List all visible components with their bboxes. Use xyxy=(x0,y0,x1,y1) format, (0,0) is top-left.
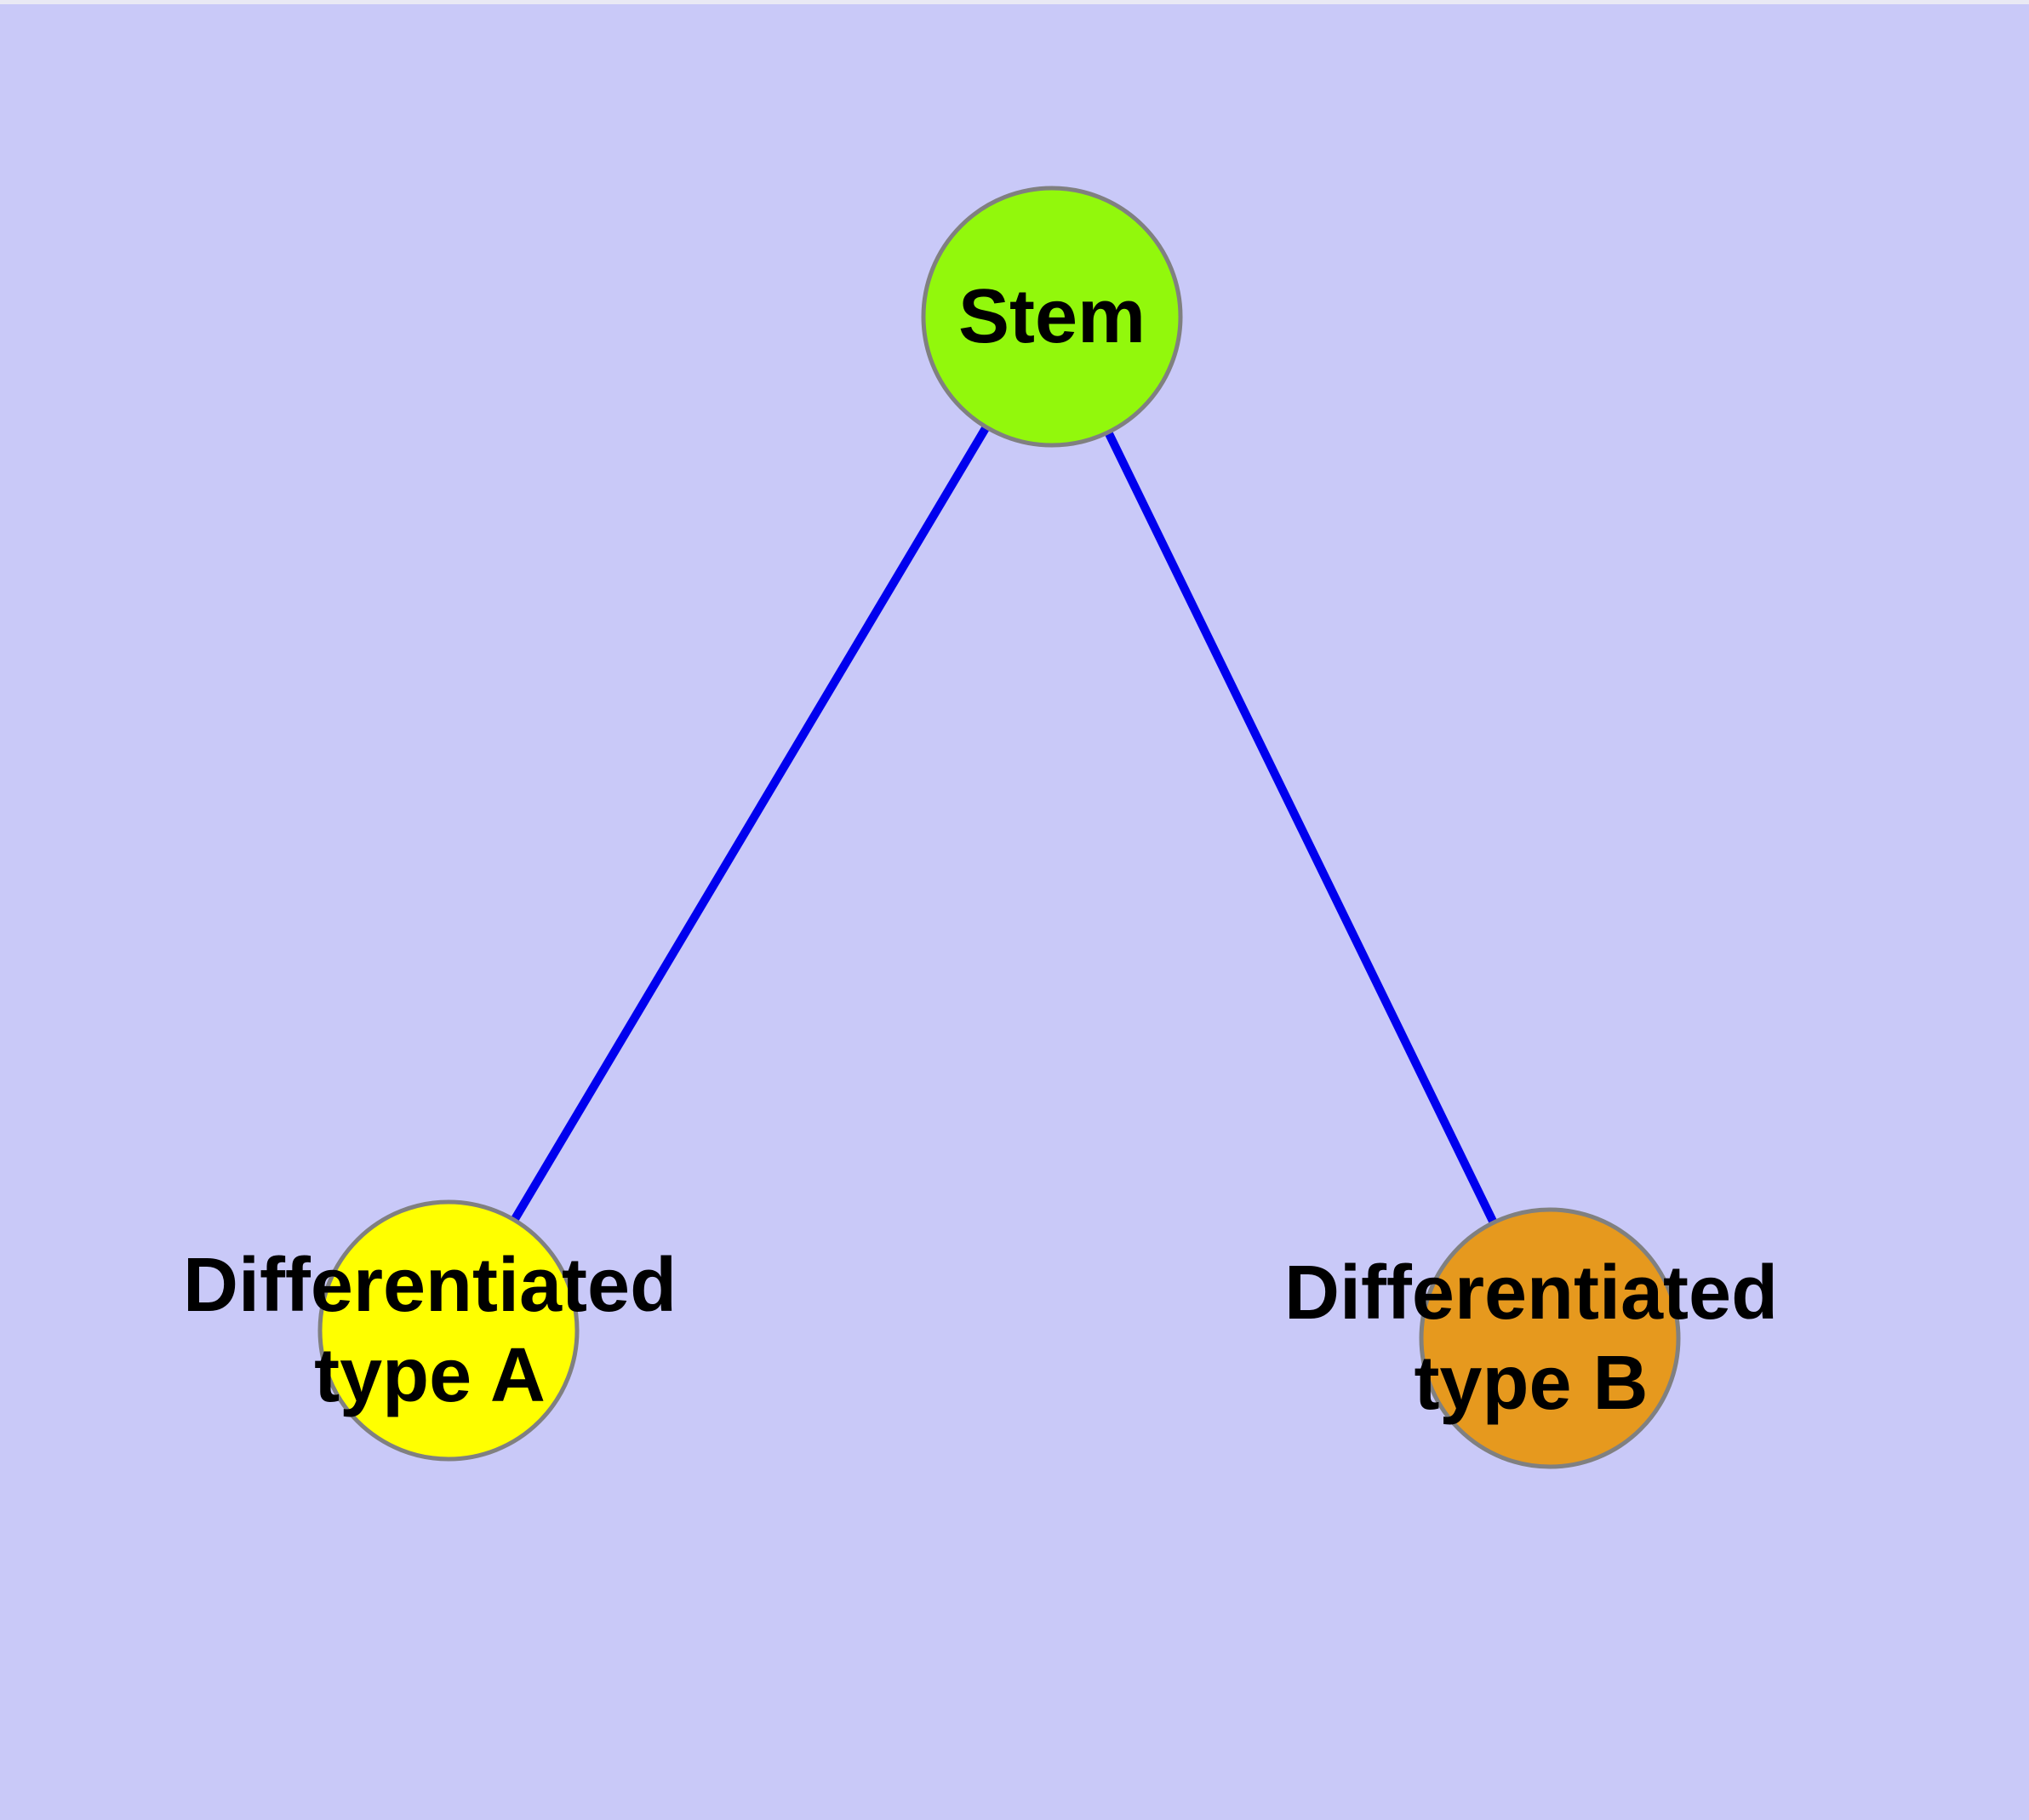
node-differentiated-type-a xyxy=(317,1199,580,1462)
node-type-b-label-line2: type B xyxy=(1414,1341,1649,1426)
node-type-a-label: Differentiated type A xyxy=(183,1240,677,1421)
node-type-a-label-line1: Differentiated xyxy=(182,1243,677,1328)
top-edge-strip xyxy=(0,0,2029,4)
edge-stem-to-type-a xyxy=(444,314,1056,1333)
node-type-a-label-line2: type A xyxy=(314,1333,546,1418)
node-type-b-label-line1: Differentiated xyxy=(1283,1251,1779,1336)
node-stem-label-line: Stem xyxy=(957,274,1146,359)
node-differentiated-type-b xyxy=(1419,1207,1681,1469)
edge-stem-to-type-b xyxy=(1048,314,1554,1341)
node-stem-label: Stem xyxy=(958,272,1146,362)
node-type-b-label: Differentiated type B xyxy=(1284,1248,1778,1428)
node-stem xyxy=(921,186,1183,448)
